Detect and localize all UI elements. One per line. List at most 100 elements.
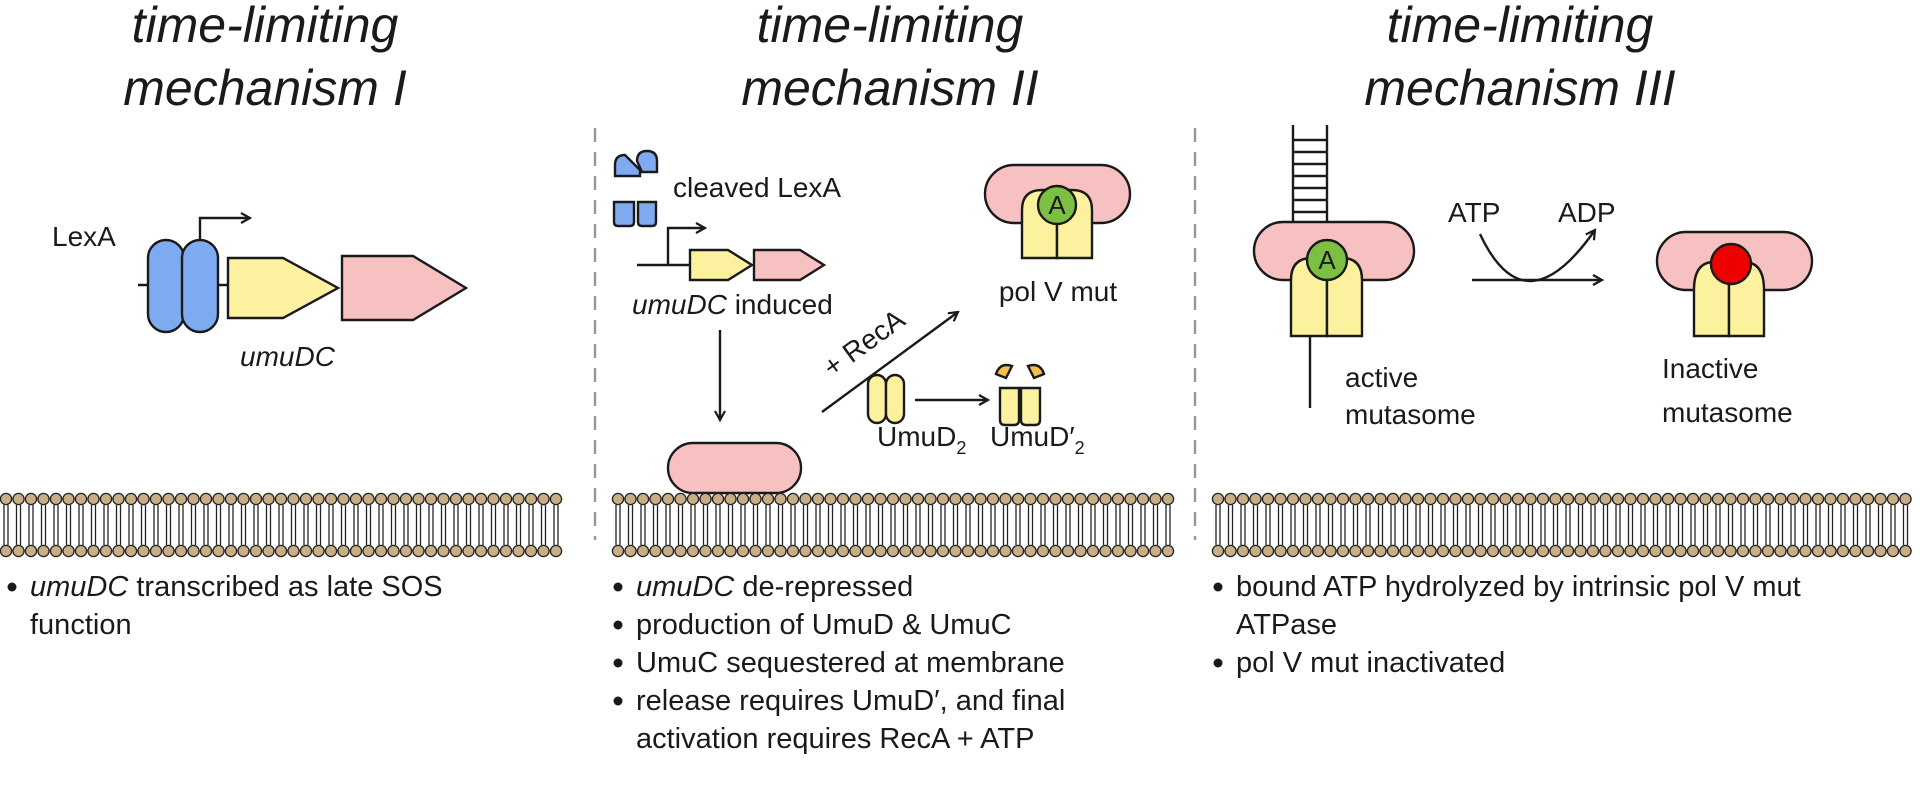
lipid-head [374,492,388,506]
lipid-head [1361,492,1375,506]
panel-3-bullets: bound ATP hydrolyzed by intrinsic pol V … [1213,571,1801,679]
lipid-head [487,544,500,558]
dna-ladder [1291,125,1329,228]
lipid-head [699,544,712,558]
cleaved-lexa-bottom [636,200,658,228]
lipid-head [1699,544,1712,558]
lipid-head [74,492,88,506]
lipid-head [1161,492,1175,506]
lipid-head [1386,544,1400,558]
lipid-head [1724,544,1737,558]
panel-3: time-limiting mechanism III A active mut… [1211,0,1912,679]
lipid-head [936,492,950,506]
lipid-head [262,544,275,558]
lipid-head [1424,492,1437,506]
bullet-text: umuDC de-repressed [636,571,913,603]
lipid-head [1511,544,1525,558]
lipid-head [1649,492,1662,506]
lipid-head [1349,544,1362,558]
lipid-head [174,492,188,506]
lipid-head [686,544,700,558]
lipid-head [1274,492,1287,506]
panel-3-title-line2: mechanism III [1364,60,1675,116]
lipid-head [649,544,662,558]
lipid-head [1086,492,1100,506]
lipid-head [1499,492,1512,506]
lipid-head [1711,544,1725,558]
lipid-head [1261,544,1275,558]
umudp-base: UmuD′ [990,421,1075,452]
lipid-head [886,492,900,506]
bullet-dot [613,658,623,668]
lipid-head [1299,544,1312,558]
umud2-sub: 2 [956,438,966,458]
lipid-head [736,492,750,506]
lipid-head [1874,544,1887,558]
lipid-head [112,492,125,506]
lipid-head [874,492,887,506]
lipid-head [824,544,837,558]
lipid-head [1561,492,1575,506]
lipid-head [1136,492,1150,506]
lipid-head [524,544,538,558]
lipid-head [87,544,100,558]
lipid-head [449,544,463,558]
lipid-head [1236,492,1250,506]
lipid-head [549,544,563,558]
lipid-head [1399,544,1412,558]
lipid-head [836,492,850,506]
lipid-head [1799,544,1812,558]
lipid-head [1574,492,1587,506]
lipid-head [1549,544,1562,558]
lipid-head [1211,544,1225,558]
lipid-head [661,544,675,558]
lipid-head [1761,492,1775,506]
lipid-head [37,544,50,558]
lipid-head [1899,492,1912,506]
lipid-head [1561,544,1575,558]
bullet-text: release requires UmuD′, and final [636,685,1065,717]
bullet-rest: transcribed as late SOS [128,571,442,603]
lipid-head [124,544,138,558]
lipid-head [1474,492,1487,506]
membrane-2 [611,492,1175,558]
lipid-head [1886,492,1900,506]
lipid-head [1774,492,1787,506]
lipid-head [1424,544,1437,558]
lipid-head [1224,492,1237,506]
lipid-head [262,492,275,506]
lipid-head [961,492,975,506]
panel-2-title-line1: time-limiting [757,0,1024,53]
lipid-head [49,492,63,506]
bullet-rest: bound ATP hydrolyzed by intrinsic pol V … [1236,571,1801,603]
lipid-head [437,544,450,558]
lipid-head [12,492,25,506]
dna-rungs [1293,138,1327,214]
lipid-head [1149,544,1162,558]
lipid-head [474,492,488,506]
lipid-head [1024,544,1037,558]
lipid-head [911,544,925,558]
bullet-dot [1213,658,1223,668]
umuc-at-membrane [666,441,803,495]
lipid-head [24,544,38,558]
lipid-head [224,492,238,506]
lipid-head [1674,544,1687,558]
adp-label: ADP [1558,197,1616,228]
lipid-head [1074,492,1087,506]
lipid-head [299,492,313,506]
lipid-head [162,544,175,558]
lipid-head [387,544,400,558]
polv-label: pol V mut [999,276,1117,307]
lipid-head [1786,544,1800,558]
lipid-head [1649,544,1662,558]
membrane-3 [1211,492,1912,558]
lipid-head [437,492,450,506]
lipid-head [1399,492,1412,506]
lipid-head [1549,492,1562,506]
bullet-text: function [30,609,132,641]
bullet-text: umuDC transcribed as late SOS [30,571,443,603]
lipid-head [1061,492,1075,506]
lipid-head [462,492,475,506]
